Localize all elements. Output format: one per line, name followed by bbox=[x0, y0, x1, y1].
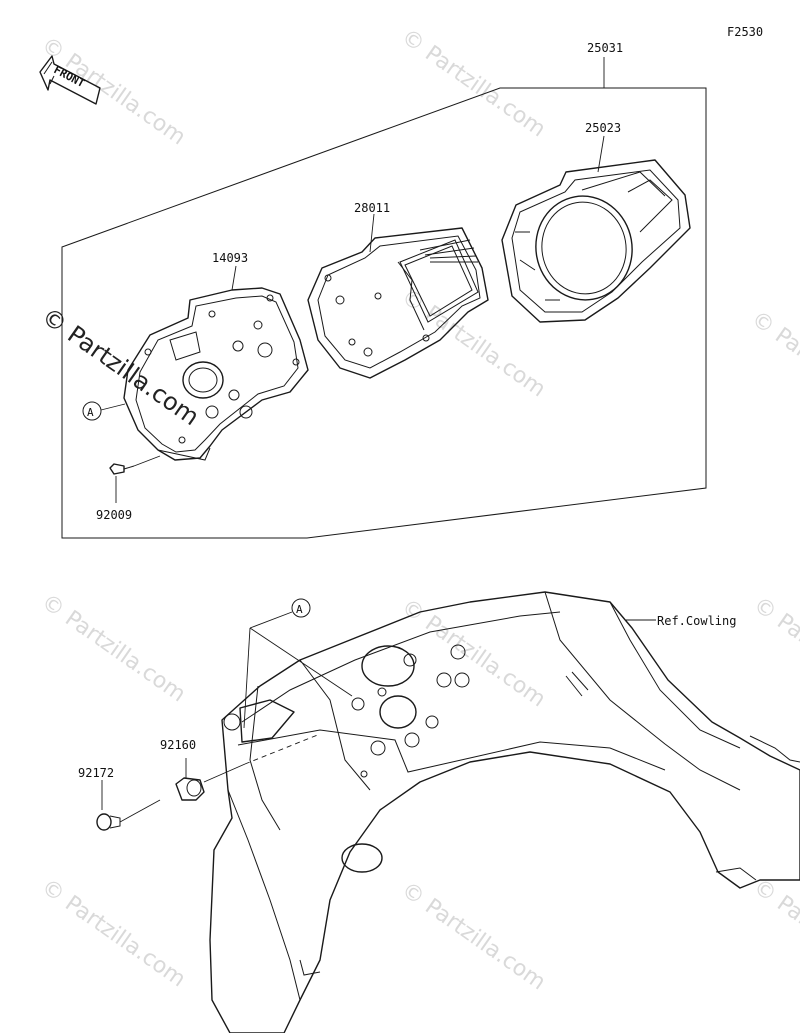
watermarks: © Partzilla.com © Partzilla.com © Partzi… bbox=[37, 24, 800, 995]
part-25031-label: 25031 bbox=[587, 41, 623, 55]
part-28011-label: 28011 bbox=[354, 201, 390, 215]
callout-a-lower: A bbox=[243, 598, 353, 729]
ref-cowling[interactable]: Ref.Cowling bbox=[209, 591, 800, 1033]
callout-a-label: A bbox=[87, 406, 94, 419]
watermark: © Partzilla.com bbox=[747, 306, 800, 424]
part-14093-label: 14093 bbox=[212, 251, 248, 265]
watermark: © Partzilla.com bbox=[397, 24, 550, 142]
part-92160-grommet[interactable]: 92160 bbox=[160, 733, 321, 801]
watermark: © Partzilla.com bbox=[37, 589, 190, 707]
watermark: © Partzilla.com bbox=[397, 284, 550, 402]
part-92009-label: 92009 bbox=[96, 508, 132, 522]
watermark: © Partzilla.com bbox=[749, 874, 800, 992]
ref-cowling-label: Ref.Cowling bbox=[657, 614, 736, 628]
watermark: © Partzilla.com bbox=[37, 32, 190, 150]
part-92009-screw[interactable]: 92009 bbox=[96, 455, 161, 522]
part-92172-bolt[interactable]: 92172 bbox=[78, 766, 161, 831]
callout-a-upper: A bbox=[82, 401, 126, 421]
assembly-frame: 25031 bbox=[61, 41, 707, 539]
part-25023-cover[interactable]: 25023 bbox=[501, 121, 691, 323]
callout-a-label: A bbox=[296, 603, 303, 616]
part-92160-label: 92160 bbox=[160, 738, 196, 752]
part-14093-meter-case[interactable]: 14093 bbox=[123, 251, 309, 461]
figure-id: F2530 bbox=[727, 25, 763, 39]
watermark: © Partzilla.com bbox=[749, 592, 800, 710]
watermark: © Partzilla.com bbox=[397, 877, 550, 995]
part-25023-label: 25023 bbox=[585, 121, 621, 135]
part-28011-meter-unit[interactable]: 28011 bbox=[307, 201, 489, 379]
watermark: © Partzilla.com bbox=[37, 874, 190, 992]
part-92172-label: 92172 bbox=[78, 766, 114, 780]
